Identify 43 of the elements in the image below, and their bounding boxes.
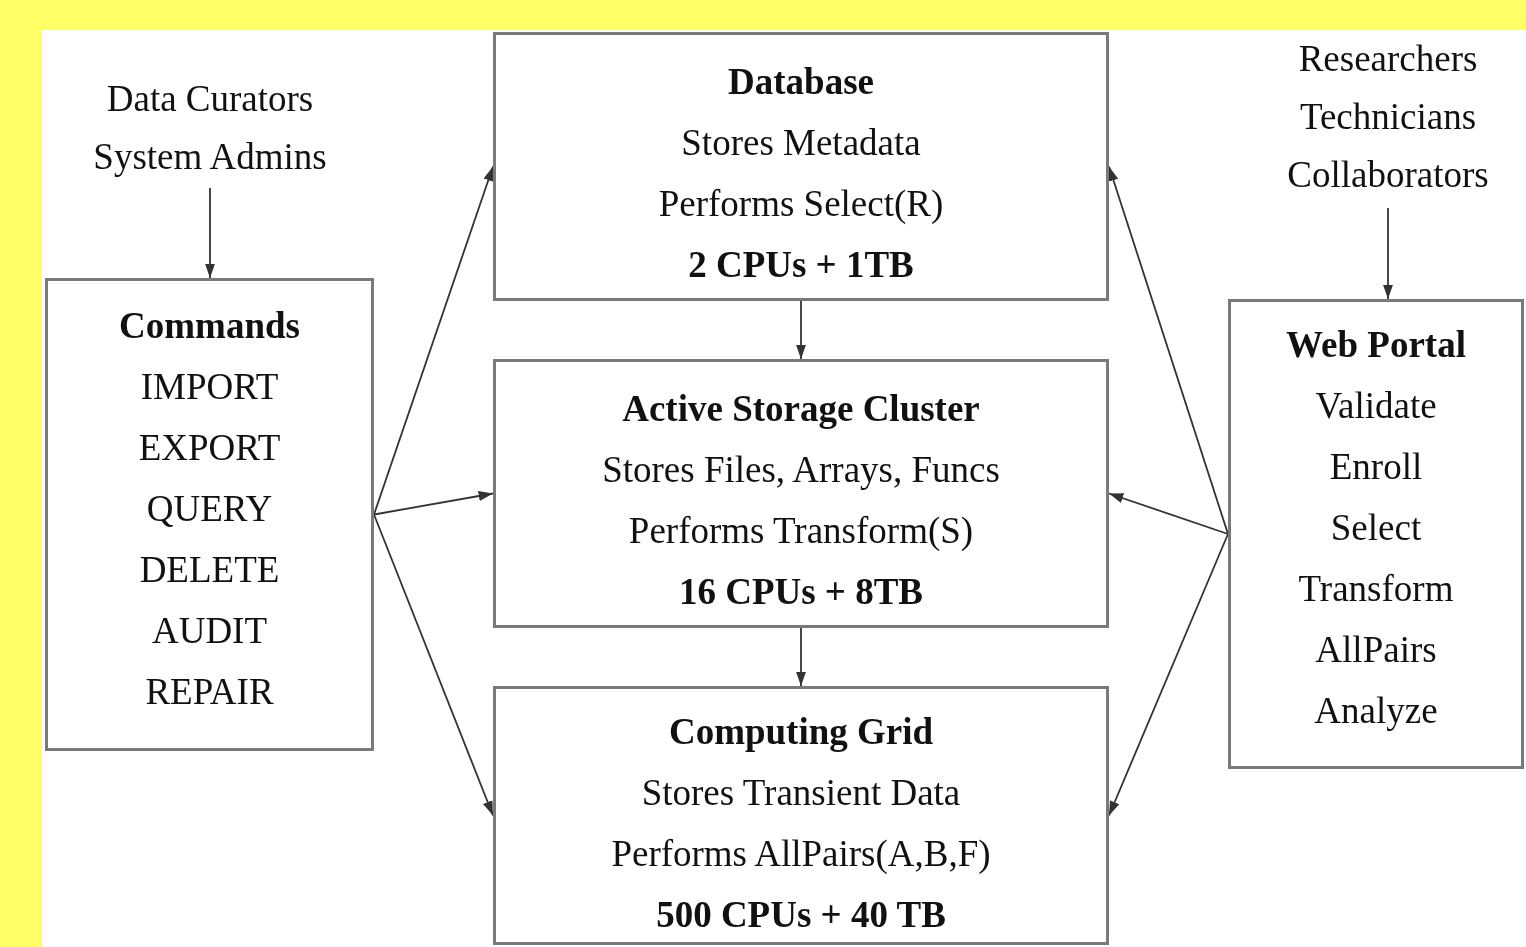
process-box bbox=[1228, 299, 1524, 769]
box-heading: Active Storage Cluster bbox=[622, 387, 980, 431]
box-text: Stores Files, Arrays, Funcs bbox=[602, 448, 1000, 492]
box-heading: Commands bbox=[119, 304, 300, 348]
arrow bbox=[373, 513, 494, 817]
arrow bbox=[795, 627, 807, 687]
arrow bbox=[1382, 207, 1394, 300]
box-text: Stores Metadata bbox=[681, 121, 921, 165]
process-box bbox=[493, 32, 1109, 301]
box-text: QUERY bbox=[146, 487, 273, 531]
box-text: 500 CPUs + 40 TB bbox=[656, 893, 946, 937]
box-text: Select bbox=[1330, 506, 1422, 550]
user-group-label: Researchers Technicians Collaborators bbox=[1286, 37, 1490, 197]
box-text: 2 CPUs + 1TB bbox=[688, 243, 914, 287]
box-text: Enroll bbox=[1329, 445, 1423, 489]
box-text: AUDIT bbox=[151, 609, 268, 653]
box-text: 16 CPUs + 8TB bbox=[678, 570, 924, 614]
process-box bbox=[45, 278, 374, 751]
box-text: IMPORT bbox=[140, 365, 279, 409]
box-text: EXPORT bbox=[138, 426, 281, 470]
box-text: AllPairs bbox=[1315, 628, 1437, 672]
arrow bbox=[1108, 165, 1229, 535]
box-text: DELETE bbox=[139, 548, 280, 592]
arrow bbox=[373, 165, 494, 516]
process-box bbox=[493, 686, 1109, 945]
box-text: Transform bbox=[1298, 567, 1454, 611]
arrow bbox=[1108, 533, 1229, 817]
box-heading: Web Portal bbox=[1286, 323, 1466, 367]
box-text: REPAIR bbox=[145, 670, 274, 714]
process-box bbox=[493, 359, 1109, 628]
box-text: Analyze bbox=[1314, 689, 1438, 733]
user-group-label: Data Curators System Admins bbox=[92, 77, 328, 179]
arrow bbox=[795, 300, 807, 360]
box-text: Validate bbox=[1315, 384, 1437, 428]
arrow bbox=[373, 491, 494, 516]
box-heading: Computing Grid bbox=[668, 710, 934, 754]
box-text: Performs AllPairs(A,B,F) bbox=[611, 832, 991, 876]
arrow bbox=[204, 187, 216, 279]
box-text: Stores Transient Data bbox=[641, 771, 961, 815]
box-text: Performs Transform(S) bbox=[628, 509, 974, 553]
arrow bbox=[1108, 492, 1229, 535]
box-heading: Database bbox=[728, 60, 874, 104]
box-text: Performs Select(R) bbox=[658, 182, 944, 226]
